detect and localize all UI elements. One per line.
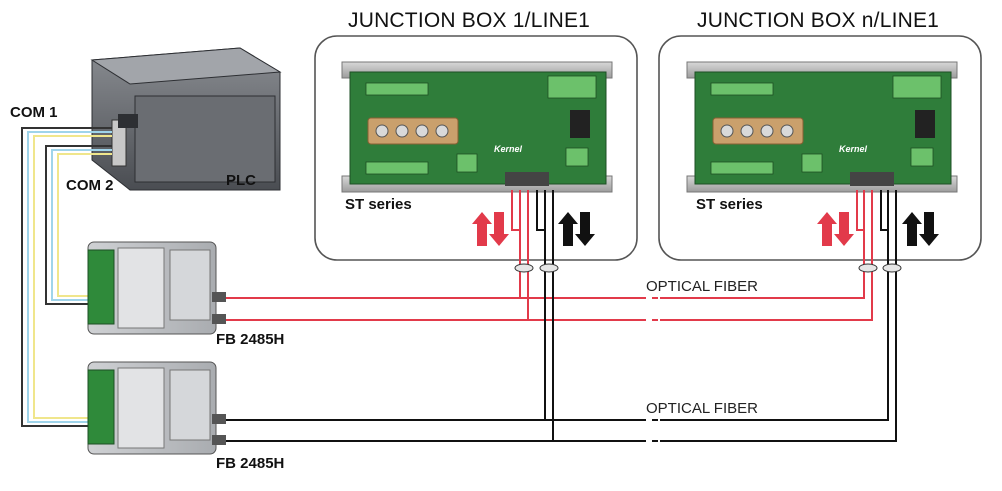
converter-bottom-body [87,361,226,455]
optical-fiber-label-top: OPTICAL FIBER [646,278,758,295]
converter-top-body [87,241,226,335]
fiber-cables [226,190,897,442]
jb1-red-arrows [472,212,509,246]
com1-label: COM 1 [10,104,58,121]
junction-box-1-series-label: ST series [345,196,412,213]
com2-label: COM 2 [66,177,114,194]
plc-unit [90,47,282,191]
svg-text:Kernel: Kernel [494,144,523,154]
junction-box-1-frame [314,35,638,261]
junction-box-1-title: JUNCTION BOX 1/LINE1 [348,9,591,32]
junction-box-1-board: Kernel [341,61,613,193]
junction-box-n-title: JUNCTION BOX n/LINE1 [697,9,940,32]
jb1-black-arrows [558,212,595,246]
svg-text:Kernel: Kernel [839,144,868,154]
jbn-black-arrows [902,212,939,246]
optical-fiber-label-bottom: OPTICAL FIBER [646,400,758,417]
junction-box-n-board: Kernel [686,61,958,193]
jbn-red-arrows [817,212,854,246]
converter-top-label: FB 2485H [216,331,285,348]
converter-bottom-label: FB 2485H [216,455,285,472]
com-cables [21,127,112,427]
plc-label: PLC [226,172,256,189]
junction-box-n-series-label: ST series [696,196,763,213]
junction-box-n-frame [658,35,982,261]
cable-glands [514,263,902,273]
